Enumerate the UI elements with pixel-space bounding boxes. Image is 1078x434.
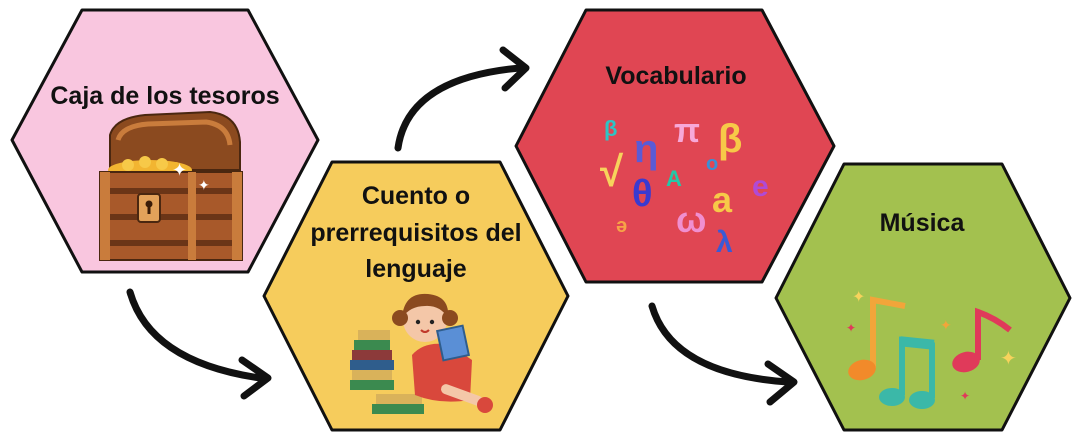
svg-text:✦: ✦ [1000, 348, 1017, 370]
girl-reading-books-icon [350, 293, 493, 414]
step-treasure: Caja de los tesoros ✦ ✦ [10, 8, 320, 274]
hexagon-vocabulary [514, 8, 836, 284]
svg-text:✦: ✦ [960, 389, 970, 403]
step-music: Música ✦ ✦ ✦ ✦ ✦ [774, 162, 1072, 432]
step-story-label-2: prerrequisitos del [310, 219, 521, 247]
svg-text:✦: ✦ [172, 160, 187, 180]
greek-letter: λ [716, 226, 733, 259]
step-treasure-label: Caja de los tesoros [50, 82, 279, 110]
greek-letter: ə [616, 215, 627, 237]
music-notes-icon: ✦ ✦ ✦ ✦ ✦ [846, 289, 1017, 409]
step-story: Cuento o prerrequisitos del lenguaje [262, 160, 570, 432]
greek-letter: a [712, 179, 733, 220]
greek-letter: A [666, 166, 682, 191]
arrow-story-to-vocabulary [394, 46, 530, 152]
greek-letter: θ [632, 173, 653, 215]
arrow-vocabulary-to-music [648, 302, 798, 406]
svg-text:✦: ✦ [198, 177, 210, 193]
step-story-label: Cuento o [362, 182, 470, 210]
greek-letter: β [604, 116, 617, 141]
hexagon-music [774, 162, 1072, 432]
greek-letter: o [706, 153, 718, 175]
greek-letter: ω [676, 199, 706, 240]
arrow-treasure-to-story [126, 288, 272, 400]
svg-text:✦: ✦ [940, 317, 952, 333]
svg-text:✦: ✦ [846, 321, 856, 335]
treasure-chest-icon: ✦ ✦ [99, 110, 243, 261]
step-music-label: Música [880, 209, 966, 237]
greek-letter: β [718, 117, 742, 161]
svg-text:✦: ✦ [852, 289, 865, 306]
greek-letter: √ [600, 148, 624, 195]
step-story-label-3: lenguaje [365, 255, 467, 283]
step-vocabulary-label: Vocabulario [605, 62, 746, 90]
greek-letter: e [752, 170, 769, 203]
greek-letter: π [674, 112, 700, 150]
greek-letter: η [634, 127, 658, 171]
